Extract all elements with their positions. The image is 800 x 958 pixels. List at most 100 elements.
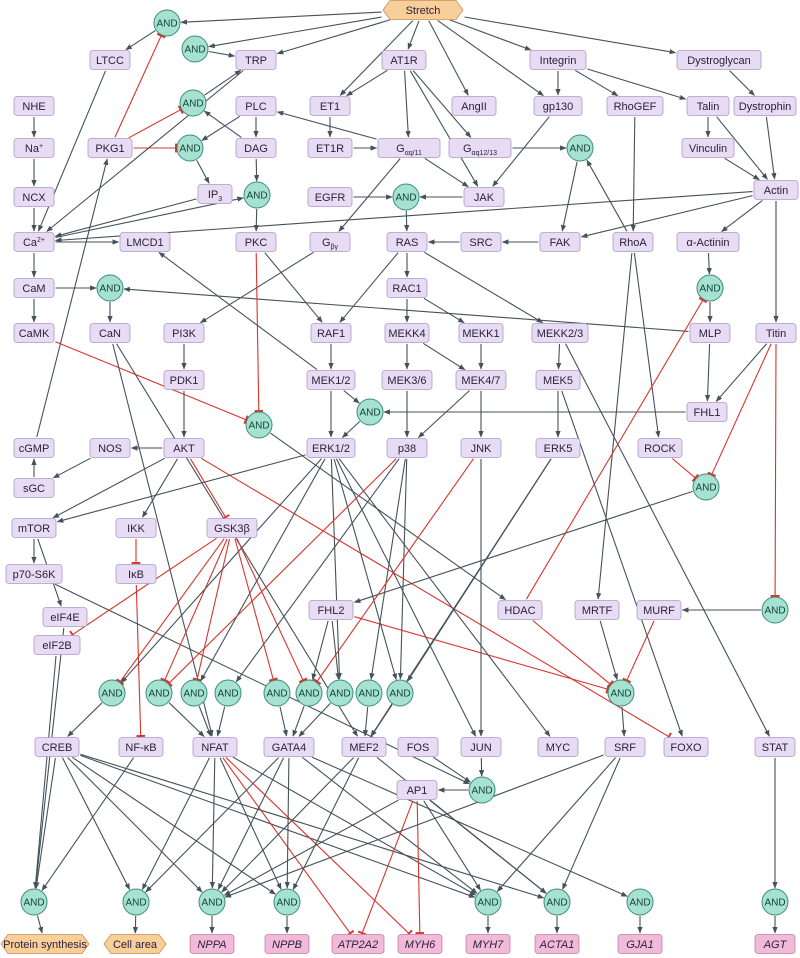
- inhibition-edge-akt-gsk3b: [190, 458, 230, 521]
- node-label-na: Na+: [25, 143, 43, 155]
- node-mek36: MEK3/6: [381, 370, 433, 390]
- node-label-gja1: GJA1: [626, 939, 654, 951]
- node-murf: MURF: [636, 600, 682, 620]
- node-label-titin: Titin: [766, 328, 786, 340]
- activation-edge-nfkb-o1: [41, 757, 135, 892]
- node-ncx: NCX: [13, 187, 55, 207]
- svg-text:AND: AND: [477, 898, 498, 909]
- and-gate-a14: AND: [607, 679, 635, 707]
- node-pkc: PKC: [235, 232, 277, 252]
- svg-text:AND: AND: [182, 99, 203, 110]
- svg-text:AND: AND: [695, 483, 716, 494]
- and-gate-o4: AND: [273, 888, 301, 916]
- node-label-erk5: ERK5: [544, 443, 573, 455]
- and-gate-a12: AND: [692, 473, 720, 501]
- node-angii: AngII: [451, 96, 497, 116]
- node-rac1: RAC1: [386, 278, 428, 298]
- activation-edge-mef2-o3: [221, 757, 354, 893]
- node-label-gata4: GATA4: [272, 742, 306, 754]
- node-label-erk12: ERK1/2: [312, 443, 350, 455]
- activation-edge-a5-pkc: [253, 208, 259, 232]
- node-label-can: CaN: [99, 328, 121, 340]
- node-label-mek47: MEK4/7: [461, 375, 500, 387]
- and-gate-a8: AND: [96, 274, 124, 302]
- node-akt: AKT: [163, 438, 205, 458]
- node-label-mekk4: MEKK4: [388, 328, 425, 340]
- node-pkg1: PKG1: [87, 138, 133, 158]
- activation-edge-mek12-lmcd1: [158, 251, 318, 371]
- activation-edge-a1-ltcc: [125, 30, 156, 51]
- node-label-mek36: MEK3/6: [387, 375, 426, 387]
- node-label-plc: PLC: [245, 101, 266, 113]
- node-atp2a2: ATP2A2: [331, 934, 385, 954]
- activation-edge-trp-ca: [46, 70, 244, 232]
- node-label-protsyn: Protein synthesis: [3, 939, 87, 951]
- activation-edge-a4-ip3: [196, 160, 210, 184]
- activation-edge-g9-mef2: [370, 704, 393, 737]
- activation-edge-ap1-o3: [223, 799, 399, 896]
- activation-edge-at1r-gq11: [404, 70, 411, 138]
- svg-text:AND: AND: [156, 19, 177, 30]
- node-ikk: IKK: [115, 518, 157, 538]
- node-fak: FAK: [539, 232, 581, 252]
- svg-text:AND: AND: [389, 689, 410, 700]
- node-label-raf1: RAF1: [317, 328, 345, 340]
- inhibition-edge-gsk3b-g1: [116, 538, 225, 686]
- activation-edge-mrtf-a14: [599, 620, 618, 681]
- node-gata4: GATA4: [263, 737, 315, 757]
- node-label-pdk1: PDK1: [170, 375, 199, 387]
- node-label-nppb: NPPB: [272, 939, 302, 951]
- activation-edge-rhoa-a7: [586, 159, 628, 232]
- node-label-gsk3b: GSK3β: [214, 523, 250, 535]
- node-stretch: Stretch: [382, 0, 464, 20]
- node-can: CaN: [89, 323, 131, 343]
- node-label-agt: AGT: [763, 939, 788, 951]
- node-label-rock: ROCK: [644, 443, 676, 455]
- inhibition-edge-gsk3b-g5: [234, 538, 278, 682]
- node-label-lmcd1: LMCD1: [126, 237, 163, 249]
- node-label-mlp: MLP: [699, 328, 722, 340]
- node-label-mrtf: MRTF: [582, 605, 613, 617]
- and-gate-o6: AND: [543, 888, 571, 916]
- node-label-ncx: NCX: [22, 192, 46, 204]
- node-egfr: EGFR: [307, 187, 353, 207]
- and-gate-a10: AND: [245, 411, 273, 439]
- inhibition-edge-titin-a12: [707, 343, 772, 478]
- svg-text:AND: AND: [125, 898, 146, 909]
- activation-edge-g3-nfat: [198, 705, 212, 737]
- node-nppb: NPPB: [264, 934, 310, 954]
- and-gate-a5: AND: [243, 181, 271, 209]
- node-mek12: MEK1/2: [306, 370, 356, 390]
- node-et1r: ET1R: [307, 138, 353, 158]
- activation-edge-dag-a3: [203, 110, 242, 139]
- node-dystroglycan: Dystroglycan: [676, 50, 762, 70]
- svg-text:AND: AND: [276, 898, 297, 909]
- node-label-src: SRC: [469, 237, 492, 249]
- activation-edge-dystroglycan-dystrophin: [729, 70, 755, 96]
- activation-edge-fhl2-g6: [311, 620, 329, 681]
- activation-edge-plc-a4: [201, 115, 241, 141]
- node-label-cam: CaM: [22, 283, 45, 295]
- activation-edge-fhl2-g7: [331, 620, 341, 680]
- node-jnk: JNK: [460, 438, 502, 458]
- node-g1213: Gαq12/13: [448, 138, 512, 158]
- node-jun: JUN: [460, 737, 502, 757]
- node-eif4e: eIF4E: [42, 607, 88, 627]
- and-gate-g6: AND: [295, 679, 323, 707]
- activation-edge-ap1-o6: [429, 799, 547, 894]
- node-label-jnk: JNK: [471, 443, 492, 455]
- node-mlp: MLP: [689, 323, 731, 343]
- activation-edge-ca-a5: [55, 196, 244, 239]
- node-label-aactinin: α-Actinin: [686, 237, 729, 249]
- node-ltcc: LTCC: [89, 50, 131, 70]
- node-label-cgmp: cGMP: [19, 443, 50, 455]
- inhibition-edge-rock-a12: [671, 458, 699, 482]
- and-gate-g1: AND: [98, 679, 126, 707]
- activation-edge-titin-fhl1: [715, 343, 768, 402]
- node-myh7: MYH7: [465, 934, 511, 954]
- svg-text:AND: AND: [101, 689, 122, 700]
- and-gate-a1: AND: [153, 9, 181, 37]
- activation-edge-g6-gata4: [292, 705, 305, 737]
- and-gate-o1: AND: [20, 888, 48, 916]
